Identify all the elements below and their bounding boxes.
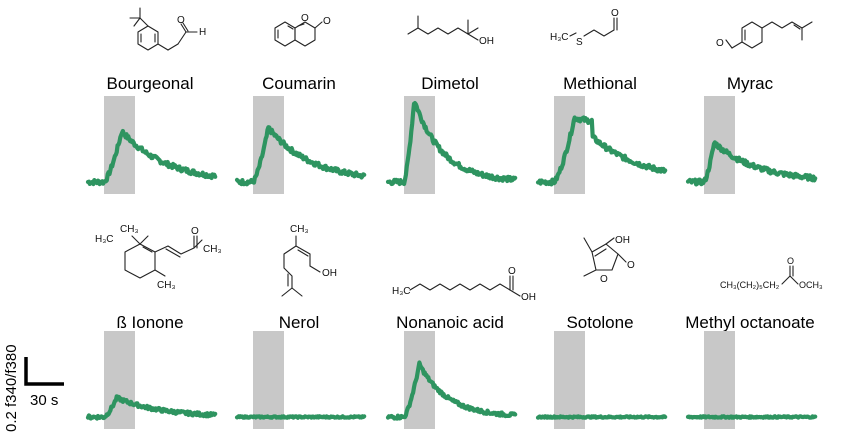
panel: Dimetol — [385, 74, 518, 194]
structure-sotolone: OH O O — [583, 235, 635, 285]
panel: Nerol — [234, 313, 367, 429]
ionone-ch3-label-3: CH₃ — [203, 244, 222, 255]
nerol-oh-label: OH — [322, 268, 337, 279]
panel: Methional — [535, 74, 668, 194]
myrac-o-label: O — [716, 38, 724, 49]
bourgeonal-h-label: H — [199, 27, 206, 38]
response-panels: Bourgeonal Coumarin Dimetol Methional Myrac ß… — [85, 74, 818, 429]
calcium-trace — [85, 128, 218, 187]
odorant-label: Coumarin — [262, 74, 336, 93]
stimulus-bar — [704, 331, 735, 429]
scale-bar: 0.2 f340/f380 30 s — [3, 344, 64, 432]
structure-methional: H₃C S O — [550, 8, 619, 48]
panel: ß Ionone — [85, 313, 218, 429]
odorant-label: Methional — [563, 74, 637, 93]
structure-beta-ionone: H₃C CH₃ O CH₃ CH₃ — [95, 224, 222, 291]
panel: Sotolone — [535, 313, 668, 429]
nerol-ch3-label: CH₃ — [290, 224, 309, 235]
scale-bar-lines — [24, 357, 64, 386]
odorant-label: Nerol — [279, 313, 320, 332]
ionone-o-label: O — [191, 226, 199, 237]
panel: Bourgeonal — [85, 74, 218, 194]
nonanoic-h3c-label: H₃C — [392, 286, 411, 297]
sotolone-o1-label: O — [627, 260, 635, 271]
bourgeonal-o-label: O — [177, 15, 185, 26]
sotolone-oh-label: OH — [615, 235, 630, 246]
calcium-trace — [685, 140, 818, 187]
ionone-ch3-label-1: H₃C — [95, 234, 114, 245]
nonanoic-o-label: O — [508, 266, 516, 277]
odorant-label: Nonanoic acid — [396, 313, 504, 332]
calcium-trace — [535, 115, 668, 187]
ionone-ch3-label-4: CH₃ — [157, 280, 176, 291]
odorant-label: Bourgeonal — [107, 74, 194, 93]
methional-o-label: O — [611, 8, 619, 19]
nonanoic-oh-label: OH — [521, 292, 536, 303]
structure-bourgeonal: O H — [129, 7, 206, 51]
dimetol-oh-label: OH — [479, 36, 494, 47]
calcium-trace — [234, 414, 367, 420]
calcium-trace — [385, 360, 518, 421]
methional-ch3-label: H₃C — [550, 32, 569, 43]
panel: Myrac — [685, 74, 818, 194]
structure-myrac: O — [716, 21, 813, 49]
calcium-trace — [85, 394, 218, 421]
coumarin-o1-label: O — [301, 13, 309, 24]
coumarin-o2-label: O — [323, 16, 331, 27]
odorant-label: ß Ionone — [116, 313, 183, 332]
odorant-label: Myrac — [727, 74, 774, 93]
structure-dimetol: OH — [407, 15, 494, 47]
structure-methyl-octanoate: CH₃(CH₂)₅CH₂ O OCH₃ — [720, 256, 823, 290]
odorant-label: Dimetol — [421, 74, 479, 93]
octanoate-och3-label: OCH₃ — [799, 280, 823, 290]
calcium-trace — [234, 125, 367, 187]
panel: Coumarin — [234, 74, 367, 194]
stimulus-bar — [253, 331, 284, 429]
structure-nonanoic-acid: H₃C O OH — [392, 266, 536, 303]
calcium-trace — [685, 414, 818, 420]
structure-coumarin: O O — [274, 13, 331, 47]
methional-s-label: S — [576, 37, 583, 48]
ionone-ch3-label-2: CH₃ — [120, 224, 139, 235]
structure-nerol: CH₃ OH — [281, 224, 337, 297]
octanoate-formula-label: CH₃(CH₂)₅CH₂ — [720, 280, 780, 290]
odorant-label: Sotolone — [566, 313, 633, 332]
scale-bar-y-label: 0.2 f340/f380 — [3, 344, 20, 432]
odorant-label: Methyl octanoate — [685, 313, 814, 332]
panel: Nonanoic acid — [385, 313, 518, 429]
calcium-trace — [385, 100, 518, 187]
panel: Methyl octanoate — [685, 313, 818, 429]
calcium-trace — [535, 414, 668, 420]
octanoate-o-label: O — [787, 256, 794, 266]
scale-bar-x-label: 30 s — [30, 392, 58, 409]
stimulus-bar — [253, 96, 284, 194]
stimulus-bar — [554, 331, 585, 429]
sotolone-o2-label: O — [600, 274, 608, 285]
